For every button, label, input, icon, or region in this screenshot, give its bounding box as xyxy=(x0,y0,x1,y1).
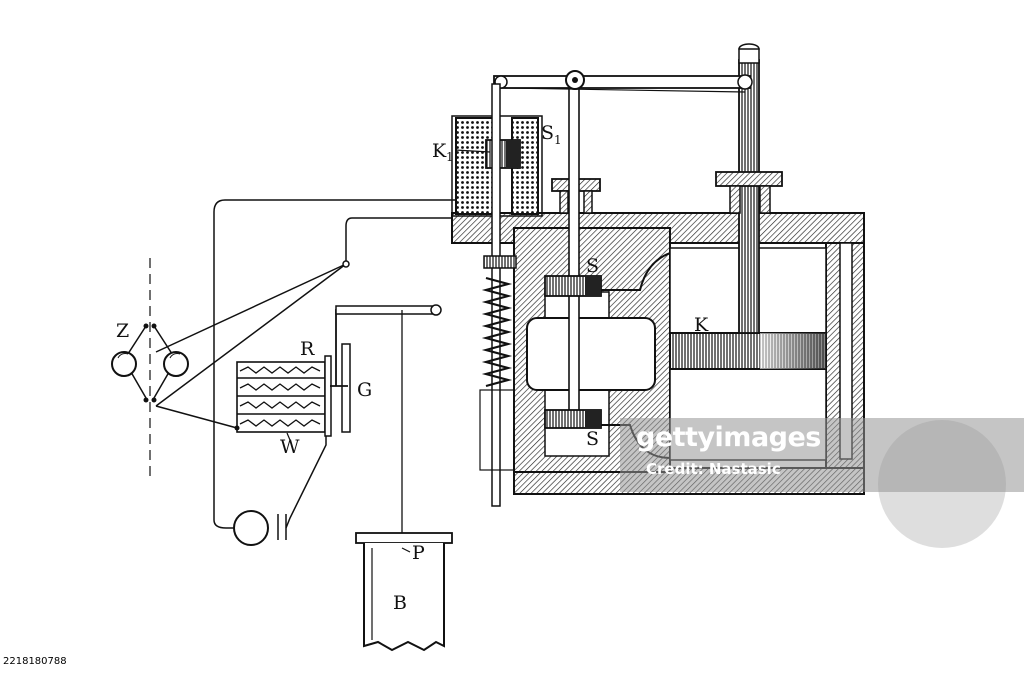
label-pointers xyxy=(286,149,491,553)
watermark-credit: Credit: Nastasic xyxy=(646,460,781,478)
label-r-rail: R xyxy=(300,338,315,360)
resistance-coils xyxy=(234,355,332,437)
watermark-logo: gettyimages xyxy=(636,422,821,453)
label-k1: K xyxy=(432,140,447,162)
label-z-governor: Z xyxy=(116,320,129,342)
control-rod-spring xyxy=(479,83,517,507)
battery-cell xyxy=(233,510,269,546)
label-p-float: P xyxy=(412,542,425,564)
label-b-vessel: B xyxy=(393,592,407,614)
label-s1-subscript: 1 xyxy=(554,133,562,147)
centrifugal-governor xyxy=(111,258,189,478)
sliding-contact xyxy=(330,304,442,534)
label-k1-subscript: 1 xyxy=(446,150,454,164)
circuit-wiring xyxy=(155,199,456,540)
label-s1: S xyxy=(541,122,554,144)
label-k-piston: K xyxy=(694,314,709,336)
label-w-coils: W xyxy=(280,436,300,458)
pressure-vessel xyxy=(355,532,453,652)
watermark-banner xyxy=(620,418,1024,492)
label-s-lower: S xyxy=(586,428,599,450)
beam-lever xyxy=(493,70,753,93)
label-g-contact: G xyxy=(357,379,372,401)
footer-bar xyxy=(0,655,1024,682)
image-id-label: 2218180788 xyxy=(3,656,67,667)
label-s-upper: S xyxy=(586,255,599,277)
